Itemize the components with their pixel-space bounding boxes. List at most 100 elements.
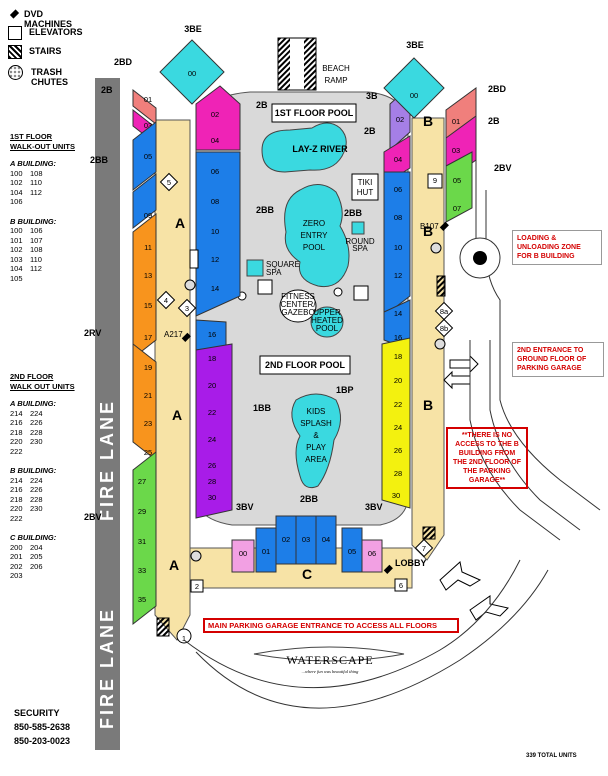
fire-lane-road — [95, 78, 120, 750]
unit-b-top-00[interactable] — [383, 57, 445, 119]
unit-label: 12 — [211, 255, 219, 264]
kids-label: KIDS — [307, 407, 326, 416]
dvd-machine-icon — [383, 564, 393, 574]
unit-label: 25 — [144, 448, 152, 457]
walkway-b — [411, 117, 445, 561]
unit-label: 02 — [396, 115, 404, 124]
marker-label: 8a — [440, 307, 449, 316]
second-floor-a-label: A BUILDING: — [10, 399, 56, 408]
unit-label: 01 — [452, 117, 460, 126]
unit-label: 09 — [144, 211, 152, 220]
dvd-machine-icon — [439, 221, 449, 231]
stack-label: 2B — [101, 85, 113, 95]
trash-chute-icon — [184, 279, 196, 291]
stairs-icon — [156, 617, 170, 637]
stairs-icon — [422, 526, 436, 540]
arrow-icon — [443, 370, 471, 390]
marker-8a — [434, 301, 454, 321]
no-access-text: **THERE IS NO ACCESS TO THE B BUILDING F… — [452, 432, 522, 484]
building-b-label: B — [423, 113, 433, 129]
unit-label: 10 — [211, 227, 219, 236]
building-a-label: A — [172, 407, 182, 423]
lazy-river — [261, 122, 347, 173]
unit-label: 06 — [211, 167, 219, 176]
unit-label: 14 — [211, 284, 219, 293]
unit-label: 12 — [394, 271, 402, 280]
stack-labels: 3BE 3BE 2BD 2B 2BB 2RV 2BV 2B 2BB 1BB 3B… — [84, 24, 512, 522]
kids-label: PLAY — [306, 443, 327, 452]
marker-label: 9 — [433, 176, 437, 185]
square-spa-label: SQUARE — [266, 260, 300, 269]
unit-label: 04 — [394, 155, 402, 164]
ff-a-row: 106 — [10, 197, 23, 206]
stairs-icon — [8, 45, 22, 59]
stack-label: 1BP — [336, 385, 354, 395]
stack-label: 2B — [256, 100, 268, 110]
parking-road — [469, 340, 561, 541]
security-title: SECURITY — [14, 708, 60, 718]
legend-stairs-label: STAIRS — [29, 46, 62, 56]
accessible-icon — [333, 287, 343, 297]
stack-label: 2BD — [114, 57, 133, 67]
second-floor-subtitle: WALK OUT UNITS — [10, 381, 75, 391]
sf-a-row: 222 — [10, 446, 23, 456]
zero-entry-label: ENTRY — [301, 231, 329, 240]
tiki-hut — [351, 173, 379, 201]
unit-label: 22 — [394, 400, 402, 409]
unit-label: 05 — [144, 152, 152, 161]
parking-road — [499, 330, 601, 511]
building-c-label: C — [302, 566, 312, 582]
unit-c-04[interactable] — [315, 515, 337, 565]
unit-a-orange-block — [132, 212, 157, 360]
unit-label: 19 — [144, 363, 152, 372]
unit-label: 00 — [410, 91, 418, 100]
marker-label: 5 — [167, 178, 171, 187]
unit-a-top-00[interactable] — [159, 39, 225, 105]
unit-label: 01 — [144, 95, 152, 104]
tiki-hut-label: HUT — [357, 188, 374, 197]
marker-7 — [414, 538, 434, 558]
round-spa-label: SPA — [352, 244, 368, 253]
unit-label: 22 — [208, 408, 216, 417]
second-floor-c-label: C BUILDING: — [10, 533, 57, 542]
turnaround-center — [473, 251, 487, 265]
second-floor-title: 2ND FLOOR — [10, 372, 54, 381]
tiki-hut-label: TIKI — [358, 178, 373, 187]
unit-c-06[interactable] — [361, 539, 383, 573]
marker-8b — [434, 318, 454, 338]
stack-label: 2BB — [300, 494, 319, 504]
marker-3 — [177, 298, 197, 318]
fire-lane-label-bottom: FIRE LANE — [97, 607, 117, 729]
stack-label: 2B — [364, 126, 376, 136]
beach-ramp-label: BEACH — [322, 64, 350, 73]
unit-label: 31 — [138, 537, 146, 546]
elevator-icon — [427, 173, 443, 189]
c-building-units: 00 01 02 03 04 05 06 — [231, 515, 383, 573]
beach-ramp-stairs-icon — [304, 38, 316, 90]
unit-label: 26 — [208, 461, 216, 470]
unit-c-00[interactable] — [231, 539, 255, 573]
unit-label: 00 — [239, 549, 247, 558]
fitness-label: GAZEBO — [281, 308, 314, 317]
unit-label: 16 — [208, 330, 216, 339]
round-spa — [351, 221, 365, 235]
building-b-label: B — [423, 397, 433, 413]
unit-label: 04 — [211, 136, 219, 145]
first-floor-b-label: B BUILDING: — [10, 216, 57, 226]
zero-entry-label: ZERO — [303, 219, 325, 228]
unit-label: 03 — [144, 121, 152, 130]
unit-a-09[interactable] — [132, 172, 157, 230]
unit-label: 18 — [208, 354, 216, 363]
marker-label: 4 — [164, 296, 168, 305]
square-spa-label: SPA — [266, 268, 282, 277]
